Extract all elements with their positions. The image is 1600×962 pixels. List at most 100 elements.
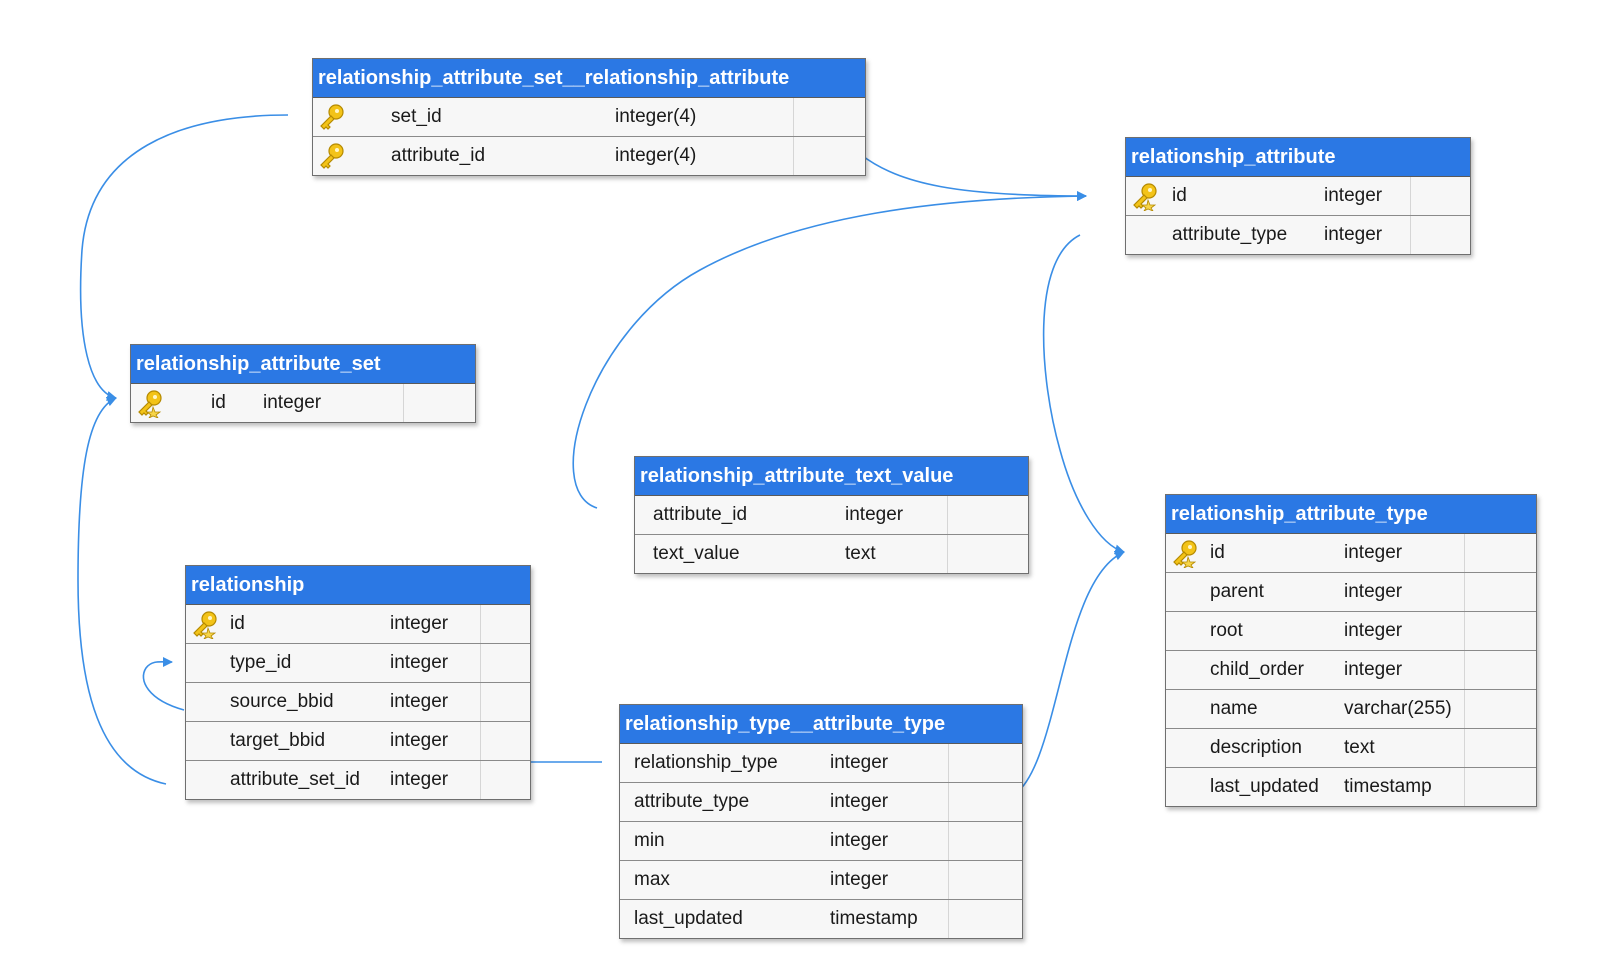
- column-name: name: [1210, 698, 1258, 719]
- column-type: text: [845, 543, 876, 564]
- column-type: timestamp: [830, 908, 918, 929]
- key-icon: [320, 104, 344, 130]
- table-row[interactable]: root integer: [1166, 611, 1536, 650]
- column-extra: [1464, 768, 1465, 806]
- column-name: attribute_id: [391, 145, 486, 166]
- connector-type-id-self: [142, 656, 185, 711]
- primary-key-icon: [1173, 540, 1197, 568]
- column-name: target_bbid: [230, 730, 326, 751]
- column-name: id: [1210, 542, 1225, 563]
- table-title: relationship_attribute: [1126, 138, 1470, 177]
- column-name: text_value: [653, 543, 740, 564]
- table-row[interactable]: relationship_type integer: [620, 744, 1022, 782]
- table-row[interactable]: attribute_set_id integer: [186, 760, 530, 799]
- table-title: relationship_attribute_set__relationship…: [313, 59, 865, 98]
- table-row[interactable]: set_id integer(4): [313, 98, 865, 136]
- column-type: integer: [830, 830, 889, 851]
- table-row[interactable]: parent integer: [1166, 572, 1536, 611]
- table-row[interactable]: description text: [1166, 728, 1536, 767]
- table-row[interactable]: name varchar(255): [1166, 689, 1536, 728]
- column-extra: [1410, 177, 1411, 215]
- column-type: integer: [830, 791, 889, 812]
- table-row[interactable]: id integer: [1166, 534, 1536, 572]
- column-name: min: [634, 830, 665, 851]
- table-row[interactable]: last_updated timestamp: [620, 899, 1022, 938]
- connector-attribute-type-to-attribute-type: [1042, 234, 1125, 555]
- column-name: child_order: [1210, 659, 1304, 680]
- column-extra: [1464, 690, 1465, 728]
- connector-rtat-attribute-type-to-attribute-type: [1011, 551, 1125, 797]
- table-row[interactable]: child_order integer: [1166, 650, 1536, 689]
- primary-key-icon: [1133, 183, 1157, 211]
- column-type: integer: [390, 730, 449, 751]
- column-extra: [1464, 573, 1465, 611]
- table-relationship-type-attribute-type[interactable]: relationship_type__attribute_type relati…: [619, 704, 1023, 939]
- column-extra: [1464, 534, 1465, 572]
- column-extra: [480, 605, 481, 643]
- column-type: varchar(255): [1344, 698, 1452, 719]
- column-extra: [480, 644, 481, 682]
- column-extra: [480, 683, 481, 721]
- column-name: max: [634, 869, 670, 890]
- table-row[interactable]: target_bbid integer: [186, 721, 530, 760]
- column-type: integer(4): [615, 106, 697, 127]
- column-type: integer: [390, 613, 449, 634]
- table-row[interactable]: id integer: [131, 384, 475, 422]
- column-type: integer: [390, 691, 449, 712]
- column-type: integer: [1324, 185, 1383, 206]
- column-name: source_bbid: [230, 691, 334, 712]
- table-relationship-attribute-type[interactable]: relationship_attribute_type id integer p…: [1165, 494, 1537, 807]
- table-relationship-attribute-set[interactable]: relationship_attribute_set id integer: [130, 344, 476, 423]
- table-row[interactable]: last_updated timestamp: [1166, 767, 1536, 806]
- column-extra: [480, 761, 481, 799]
- column-type: integer: [390, 769, 449, 790]
- table-relationship-attribute-text-value[interactable]: relationship_attribute_text_value attrib…: [634, 456, 1029, 574]
- column-type: text: [1344, 737, 1375, 758]
- table-row[interactable]: attribute_type integer: [1126, 215, 1470, 254]
- column-name: last_updated: [634, 908, 743, 929]
- table-row[interactable]: type_id integer: [186, 643, 530, 682]
- table-row[interactable]: id integer: [186, 605, 530, 643]
- table-title: relationship_attribute_type: [1166, 495, 1536, 534]
- column-type: integer: [830, 869, 889, 890]
- primary-key-icon: [193, 611, 217, 639]
- table-row[interactable]: id integer: [1126, 177, 1470, 215]
- column-type: integer: [1344, 659, 1403, 680]
- table-row[interactable]: source_bbid integer: [186, 682, 530, 721]
- table-row[interactable]: min integer: [620, 821, 1022, 860]
- table-title: relationship_type__attribute_type: [620, 705, 1022, 744]
- table-row[interactable]: attribute_type integer: [620, 782, 1022, 821]
- table-relationship-attribute-set-relationship-attribute[interactable]: relationship_attribute_set__relationship…: [312, 58, 866, 176]
- column-name: attribute_type: [634, 791, 750, 812]
- table-relationship-attribute[interactable]: relationship_attribute id integer attrib…: [1125, 137, 1471, 255]
- column-extra: [948, 783, 949, 821]
- column-type: integer: [390, 652, 449, 673]
- column-type: integer: [1344, 620, 1403, 641]
- column-type: integer: [1344, 542, 1403, 563]
- connector-attribute-set-id-to-attribute-set: [77, 396, 167, 785]
- column-type: integer(4): [615, 145, 697, 166]
- column-extra: [1464, 729, 1465, 767]
- column-name: set_id: [391, 106, 442, 127]
- column-name: id: [230, 613, 245, 634]
- column-name: id: [1172, 185, 1187, 206]
- column-extra: [948, 744, 949, 782]
- table-relationship[interactable]: relationship id integer type_id integer …: [185, 565, 531, 800]
- column-extra: [1464, 612, 1465, 650]
- column-extra: [1410, 216, 1411, 254]
- table-row[interactable]: text_value text: [635, 534, 1028, 573]
- column-type: integer: [845, 504, 904, 525]
- column-type: integer: [830, 752, 889, 773]
- column-type: integer: [1324, 224, 1383, 245]
- table-row[interactable]: attribute_id integer(4): [313, 136, 865, 175]
- table-row[interactable]: max integer: [620, 860, 1022, 899]
- column-name: description: [1210, 737, 1302, 758]
- key-icon: [320, 143, 344, 169]
- column-name: last_updated: [1210, 776, 1319, 797]
- table-row[interactable]: attribute_id integer: [635, 496, 1028, 534]
- column-name: attribute_type: [1172, 224, 1288, 245]
- column-name: parent: [1210, 581, 1264, 602]
- column-extra: [948, 900, 949, 938]
- column-extra: [403, 384, 404, 422]
- column-name: relationship_type: [634, 752, 778, 773]
